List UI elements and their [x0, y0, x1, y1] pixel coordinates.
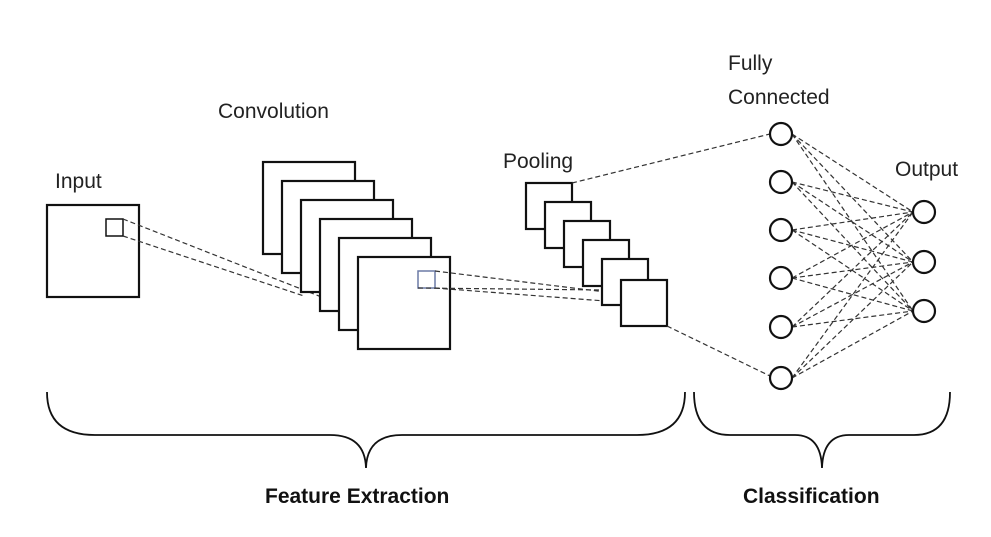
- fc-node-1: [768, 121, 794, 147]
- output-node-1: [911, 199, 937, 225]
- output-layer: [911, 199, 937, 324]
- pool-map-6: [619, 278, 669, 328]
- conv-to-pool-line-left: [417, 287, 606, 291]
- output-node-3: [911, 298, 937, 324]
- input-image: [45, 203, 141, 299]
- fc-6-to-output-2-line: [791, 261, 914, 379]
- fc-node-2: [768, 169, 794, 195]
- fully-connected-layer: [768, 121, 794, 391]
- pooling-feature-maps: [524, 181, 669, 328]
- feature-extraction-label: Feature Extraction: [265, 485, 449, 508]
- fc-3-to-output-2-line: [791, 229, 914, 263]
- fully-connected-label-line2: Connected: [728, 86, 830, 109]
- fc-6-to-output-3-line: [791, 310, 914, 379]
- conv-to-pool-line-bottom: [434, 287, 619, 303]
- input-label: Input: [55, 170, 102, 193]
- fc-node-5: [768, 314, 794, 340]
- fc-5-to-output-1-line: [791, 211, 914, 328]
- output-node-2: [911, 249, 937, 275]
- fc-4-to-output-3-line: [791, 277, 914, 312]
- fc-2-to-output-1-line: [791, 181, 914, 213]
- fc-2-to-output-2-line: [791, 181, 914, 263]
- pooling-label: Pooling: [503, 150, 573, 173]
- fc-4-to-output-1-line: [791, 211, 914, 279]
- fully-connected-label-line1: Fully: [728, 52, 773, 75]
- fc-node-4: [768, 265, 794, 291]
- fc-6-to-output-1-line: [791, 211, 914, 379]
- fc-node-3: [768, 217, 794, 243]
- feature-extraction-brace: [46, 391, 686, 469]
- classification-label: Classification: [743, 485, 880, 508]
- fc-4-to-output-2-line: [791, 261, 914, 279]
- pool-to-fc-line-top: [571, 133, 771, 184]
- fc-2-to-output-3-line: [791, 181, 914, 312]
- convolution-label: Convolution: [218, 100, 329, 123]
- fc-node-6: [768, 365, 794, 391]
- classification-brace: [693, 391, 951, 469]
- fc-5-to-output-3-line: [791, 310, 914, 328]
- fc-to-output-connections: [791, 133, 914, 379]
- fc-3-to-output-1-line: [791, 211, 914, 231]
- pool-to-fc-line-bottom: [666, 325, 771, 377]
- convolution-feature-maps: [261, 160, 452, 351]
- fc-5-to-output-2-line: [791, 261, 914, 328]
- fc-1-to-output-2-line: [791, 133, 914, 263]
- output-label: Output: [895, 158, 958, 181]
- input-receptive-field: [105, 218, 124, 237]
